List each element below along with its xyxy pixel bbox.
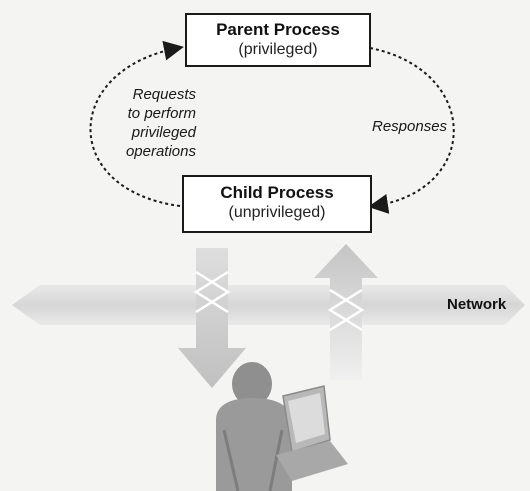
requests-label: Requests to perform privileged operation… — [125, 86, 196, 160]
network-band — [12, 285, 525, 325]
parent-process-title: Parent Process — [216, 20, 340, 39]
up-arrow — [314, 244, 378, 380]
parent-process-subtitle: (privileged) — [238, 41, 318, 58]
parent-process-box: Parent Process (privileged) — [185, 13, 371, 67]
child-process-subtitle: (unprivileged) — [228, 204, 326, 221]
child-process-title: Child Process — [220, 183, 334, 202]
requests-arrow — [89, 40, 184, 207]
child-process-box: Child Process (unprivileged) — [182, 175, 372, 233]
responses-label: Responses — [372, 118, 448, 135]
network-label: Network — [447, 296, 507, 313]
responses-arrow — [368, 47, 455, 214]
laptop-icon — [276, 385, 348, 481]
down-arrow — [178, 248, 246, 388]
person-icon — [216, 362, 292, 491]
